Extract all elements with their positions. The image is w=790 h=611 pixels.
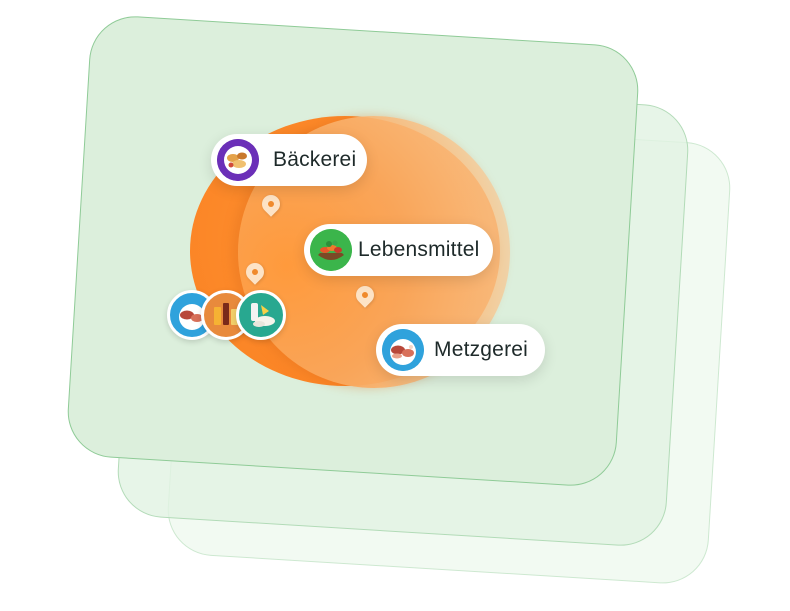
category-label: Metzgerei: [434, 338, 529, 361]
category-label: Bäckerei: [273, 148, 357, 171]
bakery-icon: [217, 139, 259, 181]
category-pill-butcher[interactable]: Metzgerei: [376, 324, 545, 376]
category-pill-groceries[interactable]: Lebensmittel: [304, 224, 493, 276]
dairy-icon[interactable]: [236, 290, 286, 340]
butcher-icon: [382, 329, 424, 371]
category-pill-bakery[interactable]: Bäckerei: [211, 134, 367, 186]
category-label: Lebensmittel: [358, 238, 480, 261]
groceries-icon: [310, 229, 352, 271]
